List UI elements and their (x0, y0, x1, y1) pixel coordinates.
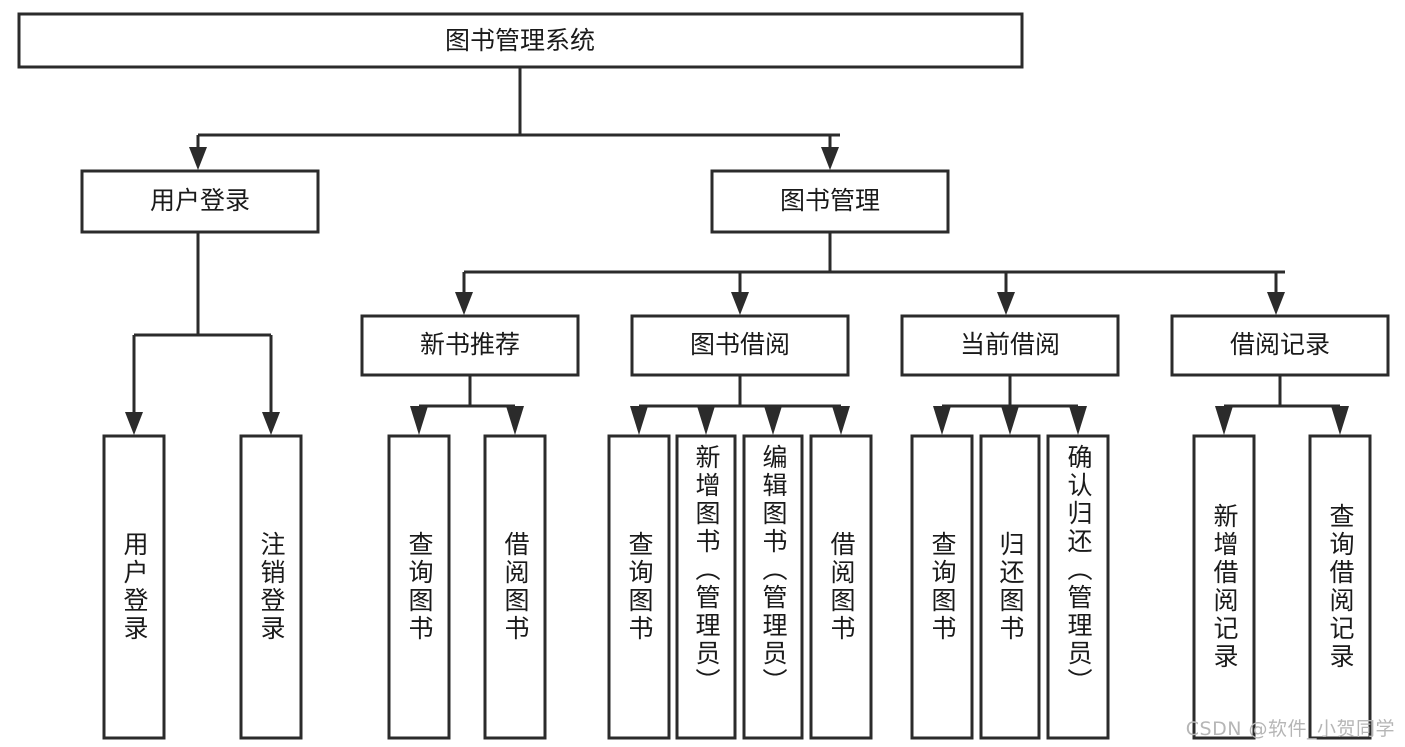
connector-borrow-record-to-leaves (1215, 375, 1349, 435)
connector-root-to-level2 (189, 67, 840, 170)
arrow-head-user-login (189, 147, 207, 170)
node-label-new-book-recommend: 新书推荐 (420, 330, 520, 359)
node-box-leaf-borrow-book-1[interactable] (483, 434, 547, 740)
node-box-current-borrow[interactable] (900, 314, 1120, 377)
node-box-leaf-edit-book[interactable] (742, 434, 804, 740)
arrow-head-leaf-borrow-book-1 (506, 406, 524, 435)
node-label-user-login: 用户登录 (150, 186, 250, 215)
arrow-head-current-borrow (997, 292, 1015, 315)
node-box-new-book-recommend[interactable] (360, 314, 580, 377)
node-box-leaf-user-login[interactable] (102, 434, 166, 740)
node-box-leaf-query-book-3[interactable] (910, 434, 974, 740)
node-box-leaf-query-book-2[interactable] (607, 434, 671, 740)
arrow-head-leaf-query-book-1 (410, 406, 428, 435)
arrow-head-leaf-logout-login (262, 412, 280, 435)
arrow-head-new-book-recommend (455, 292, 473, 315)
node-box-leaf-add-book[interactable] (675, 434, 737, 740)
node-box-leaf-return-book[interactable] (979, 434, 1041, 740)
arrow-head-leaf-add-book (697, 406, 715, 435)
arrow-head-leaf-user-login (125, 412, 143, 435)
arrow-head-leaf-borrow-book-2 (832, 406, 850, 435)
csdn-watermark: CSDN @软件_小贺同学 (1185, 718, 1395, 740)
arrow-head-leaf-query-book-2 (630, 406, 648, 435)
connector-current-borrow-to-leaves (933, 375, 1087, 435)
node-label-current-borrow: 当前借阅 (960, 330, 1060, 359)
node-box-leaf-add-record[interactable] (1192, 434, 1256, 740)
node-box-root[interactable] (17, 12, 1024, 69)
connector-user-login-to-leaves (125, 232, 280, 435)
arrow-head-borrow-record (1267, 292, 1285, 315)
node-box-user-login[interactable] (80, 169, 320, 234)
node-label-borrow-record: 借阅记录 (1230, 330, 1330, 359)
node-label-book-manage: 图书管理 (780, 186, 880, 215)
node-box-book-borrow[interactable] (630, 314, 850, 377)
arrow-head-leaf-add-record (1215, 406, 1233, 435)
arrow-head-leaf-return-book (1001, 406, 1019, 435)
node-box-leaf-borrow-book-2[interactable] (809, 434, 873, 740)
node-box-leaf-query-record[interactable] (1308, 434, 1372, 740)
node-box-book-manage[interactable] (710, 169, 950, 234)
connector-book-borrow-to-leaves (630, 375, 850, 435)
node-box-leaf-logout-login[interactable] (239, 434, 303, 740)
arrow-head-leaf-confirm-return (1069, 406, 1087, 435)
arrow-head-leaf-query-record (1331, 406, 1349, 435)
node-label-book-borrow: 图书借阅 (690, 330, 790, 359)
node-box-borrow-record[interactable] (1170, 314, 1390, 377)
arrow-head-leaf-query-book-3 (933, 406, 951, 435)
arrow-head-book-manage (821, 147, 839, 170)
node-label-root: 图书管理系统 (445, 26, 595, 55)
connector-book-manage-to-level3 (455, 232, 1285, 315)
node-box-leaf-query-book-1[interactable] (387, 434, 451, 740)
node-box-leaf-confirm-return[interactable] (1046, 434, 1110, 740)
arrow-head-leaf-edit-book (764, 406, 782, 435)
connector-new-book-recommend-to-leaves (410, 375, 524, 435)
arrow-head-book-borrow (731, 292, 749, 315)
